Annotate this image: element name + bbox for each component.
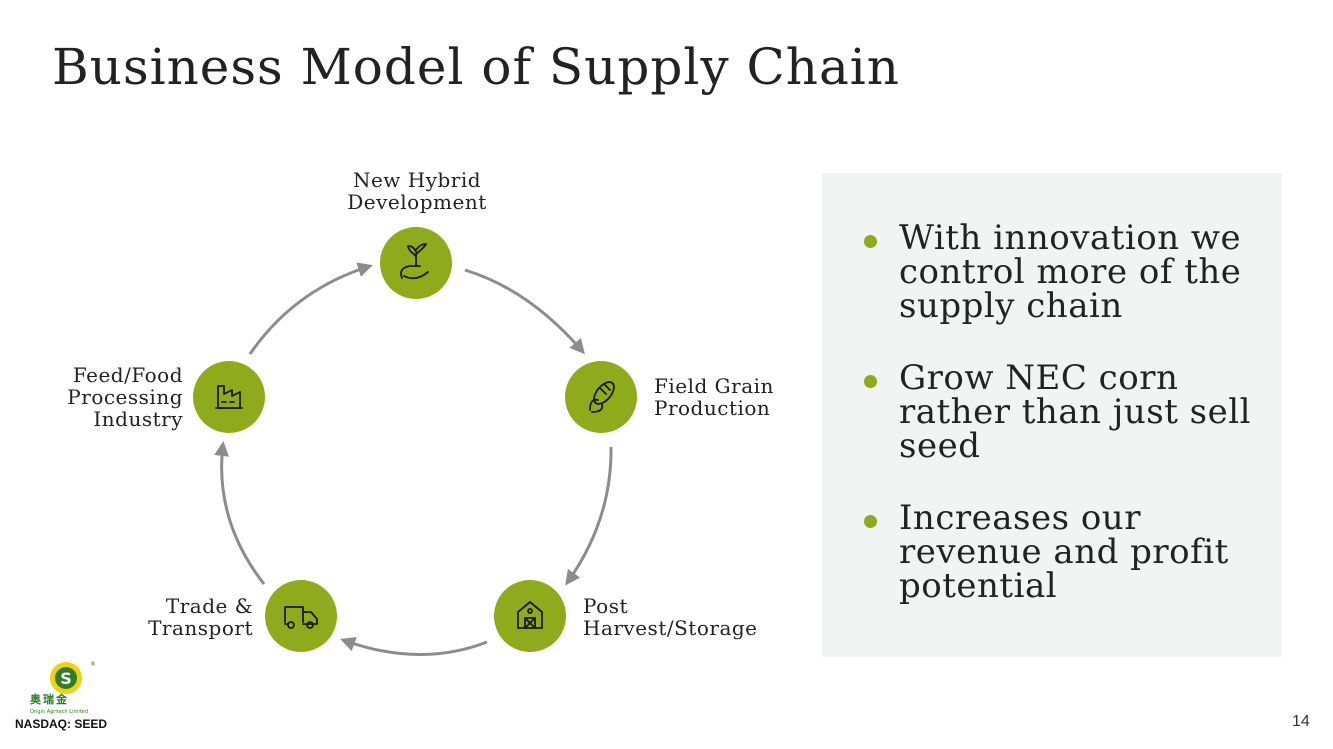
stock-ticker: NASDAQ: SEED: [15, 717, 108, 731]
bullet-text: Grow NEC corn rather than just sell seed: [899, 358, 1251, 466]
supply-chain-cycle-diagram: [193, 227, 637, 656]
cycle-arrow: [565, 446, 613, 586]
factory-icon: [215, 385, 243, 409]
node-label-new-hybrid-development: New Hybrid Development: [347, 168, 487, 214]
cycle-arrow: [248, 262, 373, 355]
logo-english-name: Origin Agritech Limited: [30, 709, 88, 715]
key-points-panel: With innovation we control more of the s…: [822, 173, 1282, 657]
logo-chinese-name: 奥瑞金: [30, 693, 69, 706]
node-post-harvest-storage: [494, 580, 566, 652]
svg-text:®: ®: [90, 661, 96, 668]
bullet-text: With innovation we control more of the s…: [899, 218, 1242, 326]
bullet-dot: [864, 515, 877, 528]
logo-glyph: S: [60, 669, 72, 688]
node-new-hybrid-development: [380, 227, 452, 299]
bullet-item: Increases our revenue and profit potenti…: [862, 501, 1272, 603]
node-trade-transport: [265, 580, 337, 652]
sprout-in-hand-icon: [400, 243, 429, 280]
page-number: 14: [1292, 713, 1310, 730]
cycle-arrow: [214, 441, 266, 585]
bullet-item: With innovation we control more of the s…: [862, 221, 1272, 323]
cycle-arrow: [340, 637, 488, 656]
key-points-list: With innovation we control more of the s…: [862, 221, 1272, 641]
slide-title: Business Model of Supply Chain: [52, 38, 900, 96]
node-label-field-grain-production: Field Grain Production: [654, 374, 774, 420]
company-logo: S ®: [50, 661, 96, 694]
bullet-text: Increases our revenue and profit potenti…: [899, 498, 1229, 606]
node-label-feed-food-processing: Feed/Food Processing Industry: [67, 363, 183, 431]
bullet-dot: [864, 235, 877, 248]
barn-icon: [517, 601, 543, 629]
node-label-trade-transport: Trade & Transport: [148, 594, 253, 640]
corn-icon: [589, 381, 615, 413]
node-field-grain-production: [565, 361, 637, 433]
truck-icon: [284, 606, 318, 629]
bullet-item: Grow NEC corn rather than just sell seed: [862, 361, 1272, 463]
node-feed-food-processing: [193, 361, 265, 433]
node-label-post-harvest-storage: Post Harvest/Storage: [583, 594, 758, 640]
bullet-dot: [864, 375, 877, 388]
cycle-arrow: [464, 268, 585, 355]
